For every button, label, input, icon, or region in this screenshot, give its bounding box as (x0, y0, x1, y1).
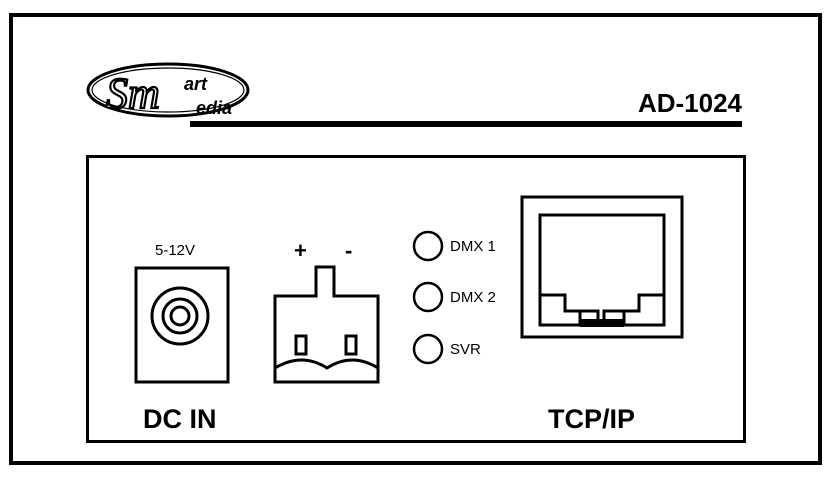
tcp-ip-label: TCP/IP (548, 404, 636, 434)
device-outline (9, 13, 822, 465)
rj45-port[interactable] (520, 195, 684, 339)
svr-led-label: SVR (450, 341, 481, 358)
dmx1-led-label: DMX 1 (450, 238, 496, 255)
svg-text:Sm: Sm (106, 69, 160, 118)
dmx1-led (412, 230, 444, 262)
svg-text:edia: edia (196, 98, 232, 118)
terminal-block-connector[interactable] (272, 264, 382, 386)
model-underline (190, 121, 742, 127)
dmx2-led-label: DMX 2 (450, 289, 496, 306)
svr-led (412, 333, 444, 365)
dc-in-label: DC IN (143, 404, 217, 434)
connector-panel (86, 155, 746, 443)
dmx2-led (412, 281, 444, 313)
terminal-minus-label: - (345, 238, 353, 263)
terminal-plus-label: + (294, 238, 307, 263)
dc-jack[interactable] (134, 266, 230, 384)
model-number: AD-1024 (637, 88, 742, 118)
smart-media-logo: Sm art edia (86, 62, 250, 119)
dc-voltage-label: 5-12V (155, 242, 196, 259)
svg-text:art: art (184, 74, 208, 94)
